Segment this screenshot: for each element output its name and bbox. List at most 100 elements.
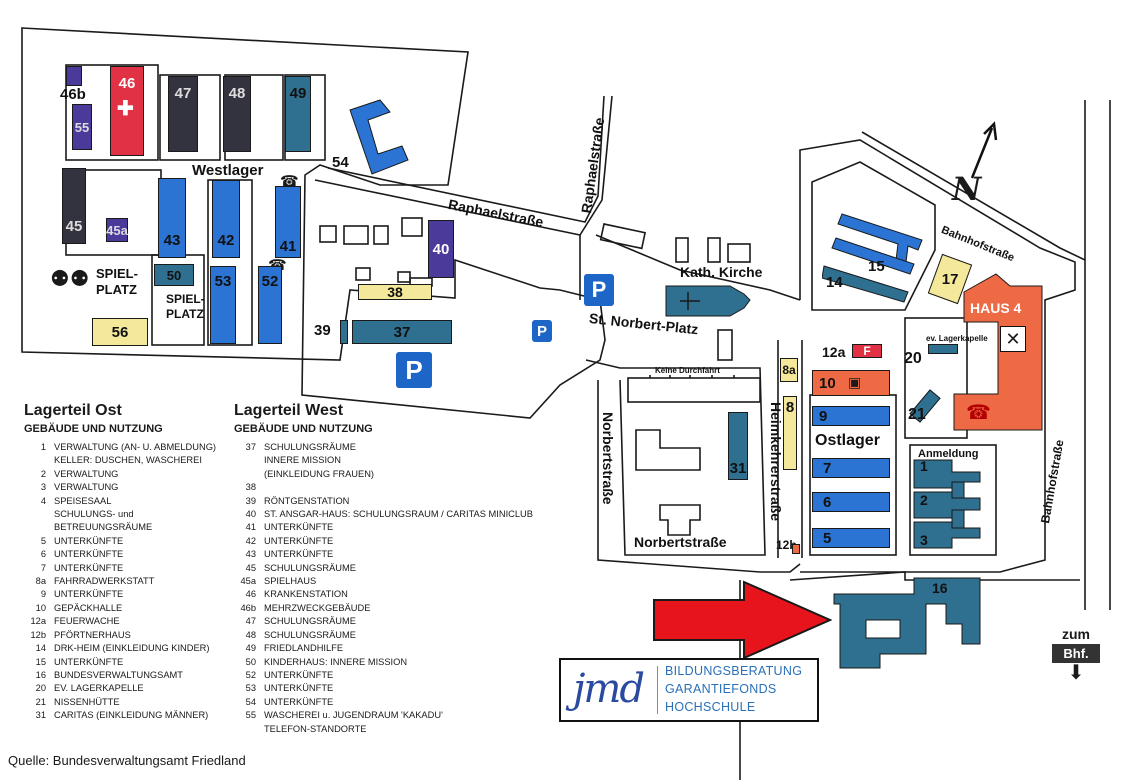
building-7-number: 7 [823, 459, 832, 477]
building-5[interactable]: 5 [812, 528, 890, 548]
legend-ost-row-text: KELLER: DUSCHEN, WASCHEREI [54, 455, 202, 466]
church-building[interactable] [660, 282, 760, 322]
legend-west-row-text: UNTERKÜNFTE [264, 669, 334, 680]
building-47[interactable]: 47 [168, 76, 198, 152]
building-haus-4[interactable] [950, 262, 1045, 432]
building-31[interactable]: 31 [728, 412, 748, 480]
buildings-1-2-3[interactable] [912, 458, 994, 550]
building-48[interactable]: 48 [223, 76, 251, 152]
building-16[interactable] [830, 574, 990, 674]
building-52[interactable]: 52 [258, 266, 282, 344]
legend-west-row-number: 45 [245, 562, 256, 573]
legend-west-row: TELEFON-STANDORTE [234, 723, 564, 736]
parking-sign: P [584, 274, 614, 306]
legend-ost-row-number: 6 [40, 549, 46, 560]
building-37[interactable]: 37 [352, 320, 452, 344]
red-cross-icon: ✚ [117, 98, 134, 120]
building-50-number: 50 [166, 267, 182, 283]
legend-west-row-number: 54 [245, 696, 256, 707]
building-10[interactable]: 10 [812, 370, 890, 396]
legend-west-title: Lagerteil West [234, 402, 344, 419]
building-8a[interactable]: 8a [780, 358, 798, 382]
building-49-number: 49 [289, 85, 307, 102]
spielplatz-label-2: SPIEL- PLATZ [166, 292, 205, 321]
building-12b[interactable] [792, 544, 800, 554]
legend-west-row: 38 [234, 481, 564, 494]
building-53-number: 53 [214, 273, 232, 290]
compass-letter: N [952, 170, 982, 208]
legend-ost-row: BETREUUNGSRÄUME [24, 521, 234, 534]
building-45a[interactable]: 45a [106, 218, 128, 242]
building-38[interactable]: 38 [358, 284, 432, 300]
spielplatz-label-1: SPIEL- PLATZ [96, 266, 138, 297]
building-15-number: 15 [868, 258, 885, 275]
legend-west-row-text: UNTERKÜNFTE [264, 549, 334, 560]
legend-west-row-number: 48 [245, 629, 256, 640]
building-41[interactable]: 41 [275, 186, 301, 258]
building-46[interactable]: 46 [110, 66, 144, 156]
building-50[interactable]: 50 [154, 264, 194, 286]
telephone-icon: ☎ [280, 173, 299, 190]
building-54[interactable] [330, 98, 410, 188]
legend-ost-row-text: UNTERKÜNFTE [54, 562, 124, 573]
building-45a-number: 45a [106, 222, 128, 238]
building-42-number: 42 [217, 232, 235, 249]
building-3-number: 3 [920, 532, 928, 548]
legend-west-row-number [234, 454, 264, 467]
building-46b-marker[interactable] [66, 66, 82, 86]
building-5-number: 5 [823, 529, 832, 547]
building-53[interactable]: 53 [210, 266, 236, 344]
legend-west-row-number: 42 [245, 535, 256, 546]
legend-west-row: INNERE MISSION [234, 454, 564, 467]
building-40[interactable]: 40 [428, 220, 454, 278]
legend-west-row-text: KRANKENSTATION [264, 589, 348, 600]
building-38-number: 38 [387, 284, 403, 300]
building-7[interactable]: 7 [812, 458, 890, 478]
building-43-number: 43 [163, 232, 181, 249]
building-46b-label: 46b [60, 86, 86, 103]
legend-ost-row-number: 8a [35, 576, 46, 587]
building-14-number: 14 [826, 274, 843, 291]
building-49[interactable]: 49 [285, 76, 311, 152]
building-43[interactable]: 43 [158, 178, 186, 258]
building-42[interactable]: 42 [212, 180, 240, 258]
legend-west-row-text: UNTERKÜNFTE [264, 696, 334, 707]
legend-ost-row-text: SPEISESAAL [54, 495, 112, 506]
legend-west-row-number: 53 [245, 683, 256, 694]
legend-west-row-text: WASCHEREI u. JUGENDRAUM 'KAKADU' [264, 710, 443, 721]
building-56[interactable]: 56 [92, 318, 148, 346]
playground-icon: ⚉⚉ [50, 266, 90, 291]
legend-west-row-number: 37 [245, 442, 256, 452]
building-6[interactable]: 6 [812, 492, 890, 512]
dining-icon: ✕ [1000, 326, 1026, 352]
legend-west-row-text: (EINKLEIDUNG FRAUEN) [264, 468, 375, 479]
legend-ost-row-text: UNTERKÜNFTE [54, 589, 124, 600]
legend-west-row-text: MEHRZWECKGEBÄUDE [264, 602, 371, 613]
legend-west-row-text: UNTERKÜNFTE [264, 683, 334, 694]
building-9[interactable]: 9 [812, 406, 890, 426]
legend-west-row-number [234, 468, 264, 481]
building-15[interactable] [822, 210, 932, 310]
building-20[interactable] [928, 344, 958, 354]
legend-west-row: 53 UNTERKÜNFTE [234, 682, 564, 695]
legend-west-subtitle: GEBÄUDE UND NUTZUNG [234, 423, 373, 435]
legend-ost-row-text: BETREUUNGSRÄUME [54, 522, 153, 533]
building-55[interactable]: 55 [72, 104, 92, 150]
building-39[interactable] [340, 320, 348, 344]
parking-sign: P [532, 320, 552, 342]
building-45[interactable]: 45 [62, 168, 86, 244]
building-12a[interactable]: F [852, 344, 882, 358]
building-8[interactable]: 8 [783, 396, 797, 470]
